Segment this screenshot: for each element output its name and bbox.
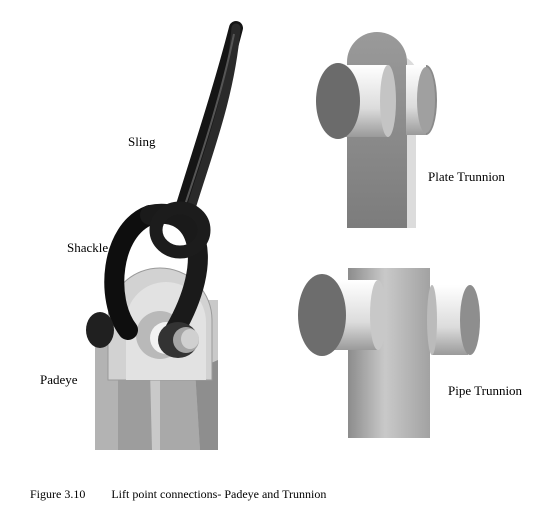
figure-illustration — [86, 21, 480, 450]
pipe-trunnion-graphic — [298, 268, 480, 438]
pipe-trunnion-label: Pipe Trunnion — [448, 383, 523, 398]
plate-trunnion-label: Plate Trunnion — [428, 169, 505, 184]
figure-caption: Figure 3.10 Lift point connections- Padey… — [30, 487, 326, 502]
shackle-graphic — [86, 201, 211, 358]
figure-caption-text: Lift point connections- Padeye and Trunn… — [111, 487, 327, 501]
padeye-label: Padeye — [40, 372, 78, 387]
padeye-assembly — [86, 21, 243, 450]
shackle-label: Shackle — [67, 240, 109, 255]
plate-trunnion-graphic — [316, 32, 437, 228]
sling-graphic — [173, 21, 243, 223]
sling-label: Sling — [128, 134, 156, 149]
figure-number: Figure 3.10 — [30, 487, 86, 501]
